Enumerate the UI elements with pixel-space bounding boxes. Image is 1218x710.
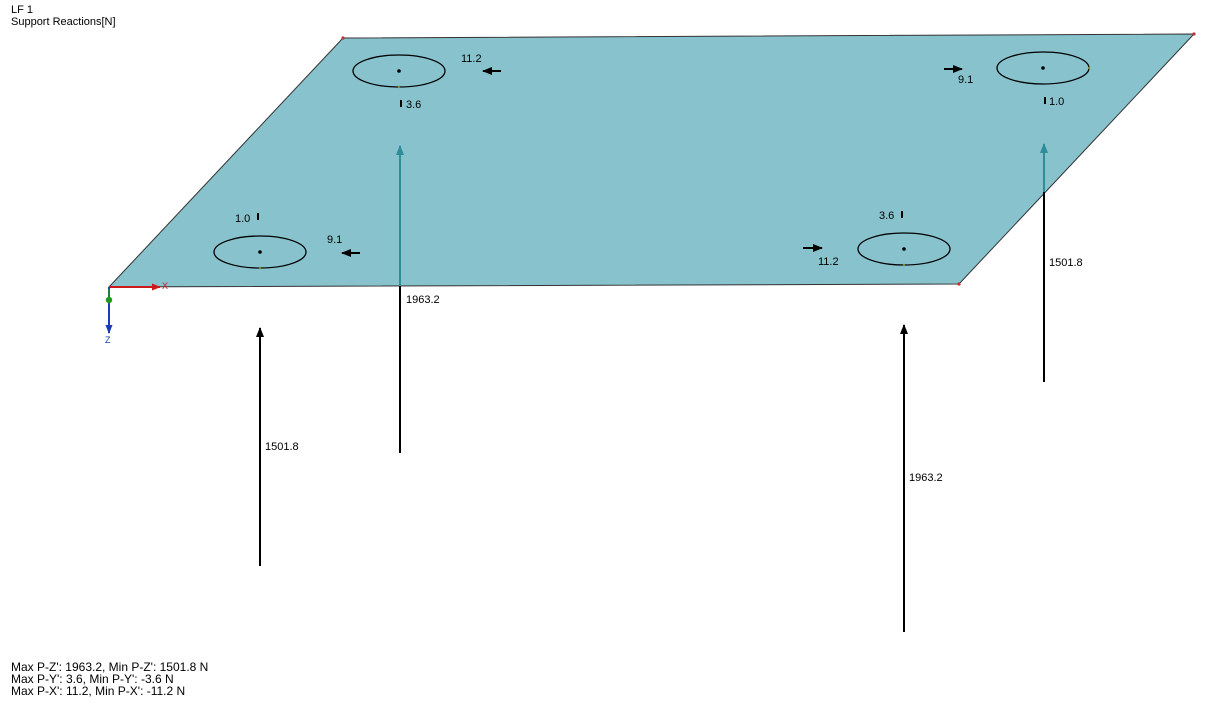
- support-front-right[interactable]: [857, 232, 951, 267]
- plate-surface[interactable]: [107, 33, 1196, 288]
- label-pz-back-left: 1963.2: [406, 294, 440, 306]
- axis-z-label: Z: [105, 335, 111, 345]
- axis-y-dot: [105, 296, 113, 304]
- label-py-back-left: 3.6: [406, 99, 421, 111]
- label-px-back-left: 11.2: [461, 53, 482, 65]
- support-back-right[interactable]: [996, 51, 1091, 85]
- label-px-back-right: 9.1: [958, 74, 973, 86]
- label-pz-front-right: 1963.2: [909, 472, 943, 484]
- axes-gizmo: X Z: [105, 281, 168, 345]
- summary-pz: Max P-Z': 1963.2, Min P-Z': 1501.8 N: [11, 660, 209, 674]
- summary-px: Max P-X': 11.2, Min P-X': -11.2 N: [11, 684, 186, 698]
- support-front-left[interactable]: [213, 235, 307, 270]
- support-back-left[interactable]: [352, 54, 446, 89]
- label-py-front-right: 3.6: [879, 210, 894, 222]
- axis-x-label: X: [162, 281, 168, 291]
- label-px-front-right: 11.2: [818, 256, 839, 268]
- label-pz-front-left: 1501.8: [265, 441, 299, 453]
- label-px-front-left: 9.1: [327, 234, 342, 246]
- label-py-back-right: 1.0: [1049, 96, 1064, 108]
- label-py-front-left: 1.0: [235, 213, 250, 225]
- load-case-label: LF 1: [11, 4, 34, 16]
- label-pz-back-right: 1501.8: [1049, 257, 1083, 269]
- plate-corner-nodes: [341, 32, 1196, 286]
- summary-py: Max P-Y': 3.6, Min P-Y': -3.6 N: [11, 672, 174, 686]
- result-type-label: Support Reactions[N]: [11, 16, 116, 28]
